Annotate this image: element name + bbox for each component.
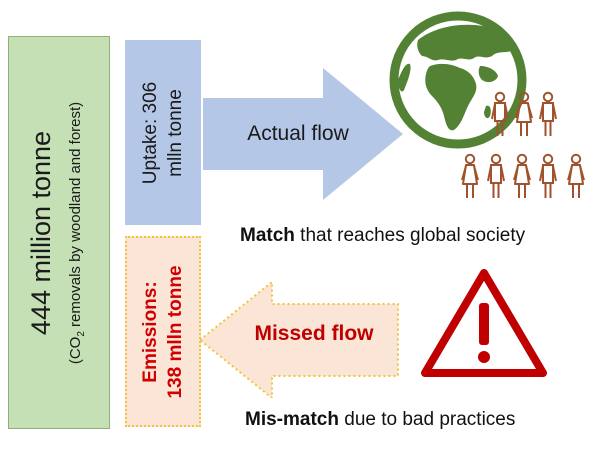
emissions-label: Emissions: 138 mlln tonne — [138, 265, 188, 398]
match-caption: Match that reaches global society — [240, 225, 593, 247]
mismatch-caption-bold: Mis-match — [245, 409, 339, 430]
person-figure — [539, 91, 557, 137]
mismatch-caption: Mis-match due to bad practices — [245, 409, 593, 431]
people-icon — [461, 91, 585, 199]
person-figure — [515, 91, 533, 137]
actual-flow-label: Actual flow — [247, 122, 349, 145]
uptake-label: Uptake: 306 mlln tonne — [138, 81, 188, 183]
uptake-line-2: mlln tonne — [165, 88, 186, 177]
uptake-line-1: Uptake: 306 — [140, 81, 161, 184]
total-value-label: 444 million tonne — [26, 130, 56, 335]
warning-icon — [421, 269, 547, 377]
mismatch-caption-rest: due to bad practices — [338, 409, 516, 430]
warning-exclamation-bar — [479, 303, 489, 345]
emissions-line-2: 138 mlln tonne — [165, 264, 186, 399]
uptake-box: Uptake: 306 mlln tonne — [125, 40, 201, 225]
total-note-suffix: removals by woodland and forest) — [67, 101, 84, 331]
total-note-subscript: 2 — [76, 330, 87, 337]
person-figure — [513, 153, 531, 199]
emissions-line-1: Emissions: — [140, 280, 161, 383]
person-figure — [487, 153, 505, 199]
person-figure — [539, 153, 557, 199]
actual-flow-arrow — [203, 68, 403, 200]
warning-exclamation-dot — [478, 351, 490, 363]
total-text-group: 444 million tonne (CO2 removals by woodl… — [25, 101, 93, 363]
globe-icon — [389, 11, 527, 149]
actual-flow-arrow-shape — [203, 68, 403, 200]
total-note-prefix: (CO — [67, 336, 84, 364]
emissions-box: Emissions: 138 mlln tonne — [125, 236, 201, 427]
match-caption-bold: Match — [240, 225, 295, 246]
person-figure — [461, 153, 479, 199]
missed-flow-arrow-shape — [200, 282, 399, 398]
missed-flow-label: Missed flow — [254, 322, 374, 345]
total-note: (CO2 removals by woodland and forest) — [65, 101, 93, 363]
person-figure — [567, 153, 585, 199]
match-caption-rest: that reaches global society — [294, 225, 526, 246]
missed-flow-arrow — [200, 282, 399, 398]
total-removals-box: 444 million tonne (CO2 removals by woodl… — [8, 36, 110, 429]
person-figure — [491, 91, 509, 137]
